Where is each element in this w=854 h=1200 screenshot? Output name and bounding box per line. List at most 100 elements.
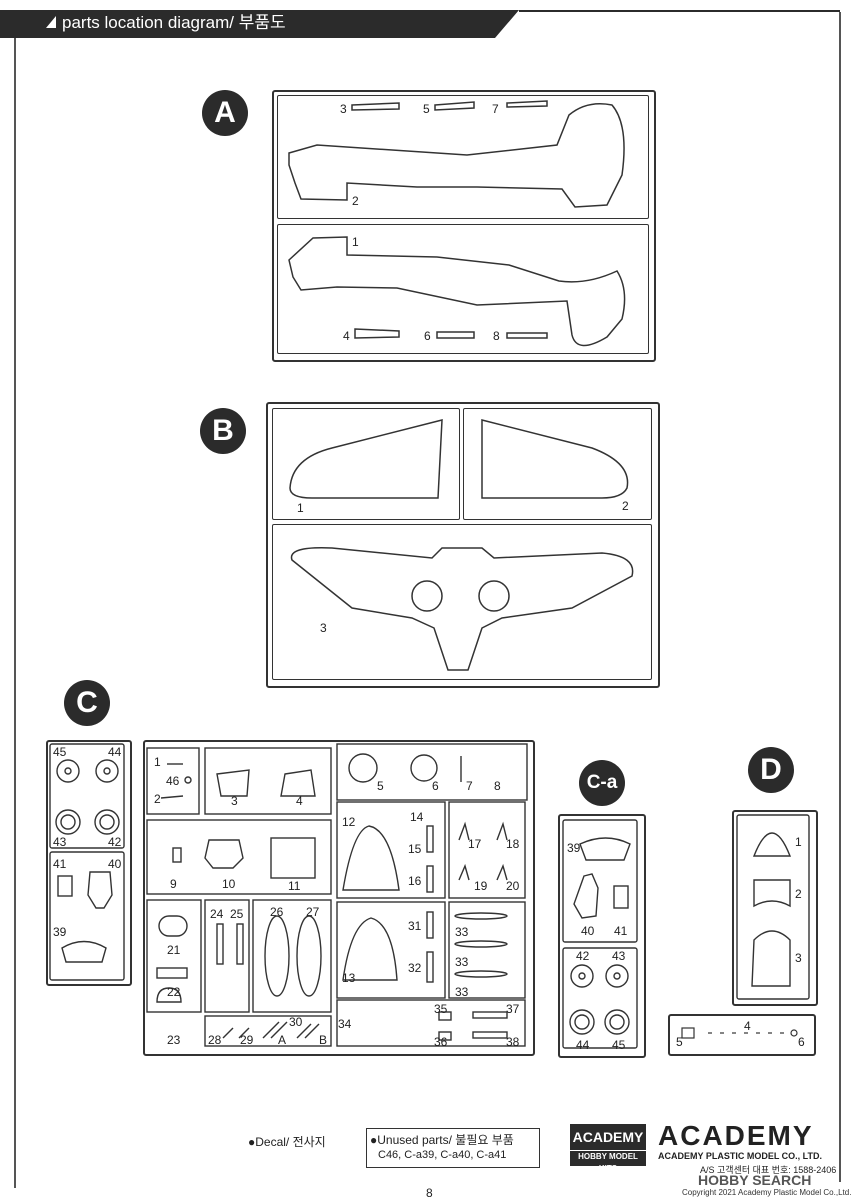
sprue-ca-parts-drawing [562, 819, 638, 1049]
part-number: 45 [53, 745, 67, 759]
sprue-c-left-frame [46, 740, 132, 986]
part-number: 3 [795, 951, 802, 965]
sprue-b-frame [266, 402, 660, 688]
part-number: B [319, 1033, 328, 1047]
part-number: 43 [612, 949, 626, 963]
part-number: 42 [108, 835, 122, 849]
academy-logo-box: ACADEMY HOBBY MODEL KITS [570, 1124, 646, 1173]
part-number: 18 [506, 837, 520, 851]
part-number: 35 [434, 1002, 448, 1016]
part-number: 33 [455, 925, 469, 939]
part-number: 8 [494, 779, 501, 793]
part-number: 34 [338, 1017, 352, 1031]
wing-parts-drawing [289, 419, 634, 671]
part-number: 6 [424, 329, 431, 343]
part-number: 26 [270, 905, 284, 919]
sprue-ca-frame [558, 814, 646, 1058]
unused-parts-title: ●Unused parts/ 불필요 부품 [370, 1133, 514, 1147]
fuselage-parts-drawing [288, 100, 626, 347]
part-number: 1 [297, 501, 304, 515]
part-number: 16 [408, 874, 422, 888]
part-number: 2 [795, 887, 802, 901]
part-number: 43 [53, 835, 67, 849]
part-number: 12 [342, 815, 356, 829]
sprue-d-frame [732, 810, 818, 1006]
unused-parts-list: C46, C-a39, C-a40, C-a41 [378, 1149, 507, 1161]
sprue-a-cell-bottom [277, 224, 649, 354]
part-number: 21 [167, 943, 181, 957]
part-number: 44 [576, 1038, 590, 1052]
sprue-c-parts-drawing [49, 743, 528, 1047]
canopy-parts-drawing [736, 814, 810, 1000]
part-number: 38 [506, 1035, 520, 1049]
part-number: 13 [342, 971, 356, 985]
part-number: 8 [493, 329, 500, 343]
part-number: 23 [167, 1033, 181, 1047]
part-number: 5 [377, 779, 384, 793]
part-number: 2 [154, 792, 161, 806]
part-number: 3 [340, 102, 347, 116]
part-number: 3 [231, 794, 238, 808]
part-number: 39 [567, 841, 581, 855]
part-number: 11 [288, 879, 301, 893]
part-number: 20 [506, 879, 520, 893]
service-number: A/S 고객센터 대표 번호: 1588-2406 [700, 1165, 837, 1175]
part-number: 33 [455, 955, 469, 969]
part-number: 36 [434, 1035, 448, 1049]
part-number: 22 [167, 985, 181, 999]
part-number: 29 [240, 1033, 254, 1047]
part-number: 7 [492, 102, 499, 116]
unused-parts-box [366, 1128, 540, 1168]
part-number: 33 [455, 985, 469, 999]
watermark: HOBBY SEARCH [698, 1172, 812, 1188]
part-number: 42 [576, 949, 590, 963]
part-number: 6 [432, 779, 439, 793]
part-number: 40 [108, 857, 122, 871]
sprue-ca-badge: C-a [579, 760, 625, 806]
part-number: 41 [53, 857, 67, 871]
sprue-a-badge: A [202, 90, 248, 136]
part-number: 41 [614, 924, 628, 938]
page-title: parts location diagram/ 부품도 [62, 13, 286, 32]
part-number: 10 [222, 877, 236, 891]
header-bar [0, 10, 495, 38]
triangle-icon [46, 16, 56, 28]
part-number: 24 [210, 907, 224, 921]
page-number: 8 [426, 1186, 433, 1200]
small-parts-drawing [681, 1027, 798, 1039]
part-number: 6 [798, 1035, 805, 1049]
sprue-c-badge: C [64, 680, 110, 726]
part-number: A [278, 1033, 287, 1047]
sprue-c-main-frame [143, 740, 535, 1056]
part-number: 27 [306, 905, 320, 919]
part-number: 37 [506, 1002, 520, 1016]
part-number: 5 [676, 1035, 683, 1049]
part-number: 2 [352, 194, 359, 208]
copyright: Copyright 2021 Academy Plastic Model Co.… [682, 1188, 852, 1197]
part-number: 4 [343, 329, 350, 343]
part-number: 40 [581, 924, 595, 938]
right-rule [839, 12, 841, 1182]
logo-box-top: ACADEMY [572, 1129, 644, 1145]
company-name: ACADEMY PLASTIC MODEL CO., LTD. [658, 1151, 823, 1161]
sprue-b-cell-2 [463, 408, 652, 520]
decal-label: ●Decal/ 전사지 [248, 1135, 326, 1149]
academy-brand: ACADEMY [658, 1120, 814, 1151]
part-number: 15 [408, 842, 422, 856]
part-number: 1 [154, 755, 161, 769]
sprue-a-cell-top [277, 95, 649, 219]
part-number: 4 [296, 794, 303, 808]
left-rule [14, 38, 16, 1188]
part-number: 19 [474, 879, 488, 893]
part-number: 30 [289, 1015, 303, 1029]
part-number: 17 [468, 837, 482, 851]
part-number: 39 [53, 925, 67, 939]
logo-box-bottom: HOBBY MODEL KITS [570, 1150, 646, 1175]
part-number: 45 [612, 1038, 626, 1052]
sprue-a-frame [272, 90, 656, 362]
sprue-d-strip [668, 1014, 816, 1056]
part-number: 28 [208, 1033, 222, 1047]
part-number: 14 [410, 810, 424, 824]
part-number: 9 [170, 877, 177, 891]
part-number: 2 [622, 499, 629, 513]
